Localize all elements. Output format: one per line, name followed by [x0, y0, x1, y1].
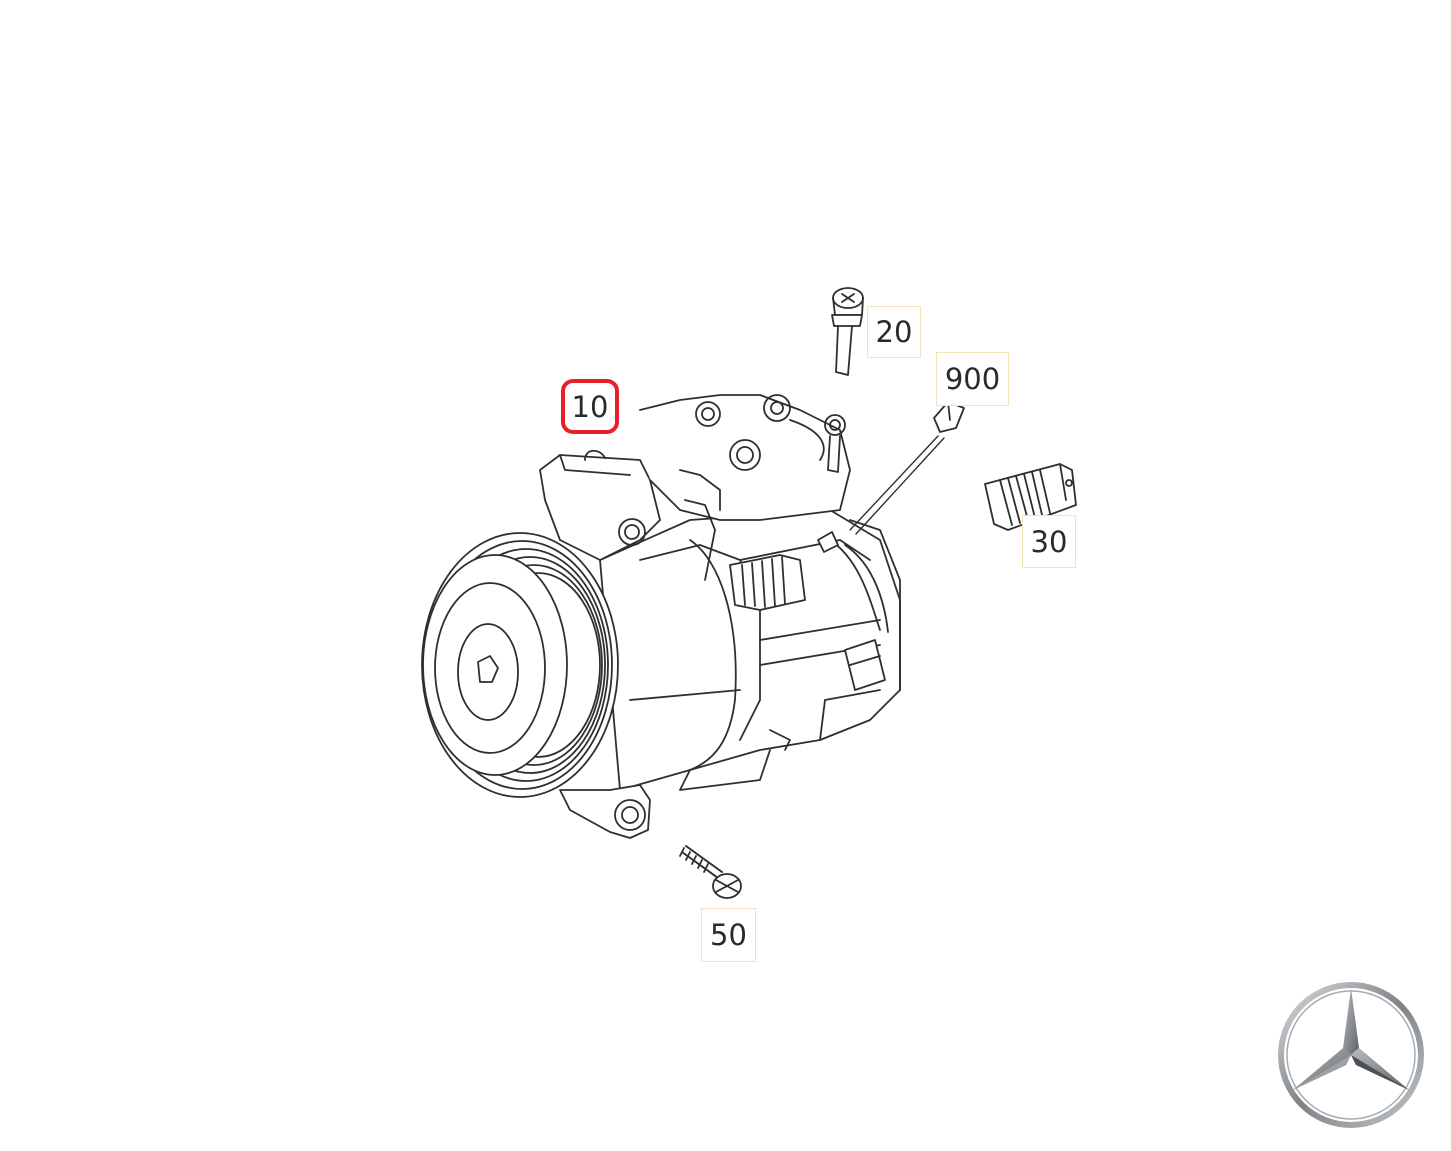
ac-compressor-illustration[interactable] [421, 394, 901, 839]
compressor-bolt-illustration[interactable] [831, 287, 864, 376]
callout-label: 20 [875, 315, 913, 349]
callout-label: 900 [944, 362, 1001, 396]
callout-900[interactable]: 900 [936, 352, 1009, 406]
callout-30[interactable]: 30 [1022, 515, 1076, 568]
connector-plug-illustration[interactable] [984, 463, 1077, 531]
mounting-screw-illustration[interactable] [679, 845, 742, 899]
cable-tie-illustration[interactable] [817, 401, 965, 553]
callout-label: 50 [710, 918, 747, 952]
callout-10[interactable]: 10 [561, 379, 619, 434]
callout-20[interactable]: 20 [867, 306, 921, 358]
callout-label: 10 [571, 389, 609, 424]
three-pointed-star-logo [1278, 982, 1424, 1128]
callout-label: 30 [1030, 524, 1068, 559]
callout-50[interactable]: 50 [701, 908, 756, 962]
